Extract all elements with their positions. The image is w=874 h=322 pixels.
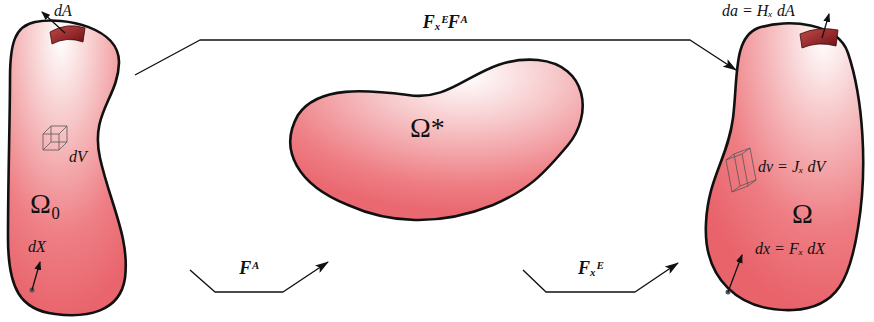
- volume-element: [732, 186, 740, 192]
- mapping-label: FₓᴱFᴬ: [421, 12, 470, 33]
- reference-configuration: Ω₀ dA dV dX: [5, 2, 130, 316]
- volume-element: [51, 126, 67, 142]
- volume-label: dV: [69, 148, 87, 166]
- volume-element: [742, 148, 750, 154]
- line-element-label: dX: [28, 238, 46, 256]
- volume-map-label: dv = Jₓ dV: [758, 158, 825, 176]
- vector-arrow: [32, 262, 40, 290]
- volume-element: [726, 154, 748, 192]
- mapping-label: Fᴬ: [237, 258, 261, 279]
- surface-patch: [50, 26, 85, 44]
- body-details: [726, 14, 839, 295]
- domain-label: Ω₀: [30, 188, 61, 220]
- vector-arrow: [728, 255, 742, 292]
- domain-label: Ω*: [410, 112, 445, 144]
- volume-element: [59, 142, 67, 150]
- volume-element: [734, 148, 756, 186]
- intermediate-configuration: Ω*: [278, 55, 593, 225]
- area-map-label: da = Hₓ dA: [722, 2, 795, 20]
- volume-element: [748, 180, 756, 186]
- mapping-arrow: [135, 40, 736, 75]
- body-shape: [290, 60, 582, 220]
- domain-label: Ω: [792, 198, 813, 230]
- vector-arrow: [822, 14, 829, 38]
- current-configuration: Ωda = Hₓ dAdv = Jₓ dVdx = Fₓ dX: [698, 8, 870, 314]
- mapping-label: Fₓᴱ: [576, 258, 605, 279]
- area-label: dA: [54, 2, 72, 20]
- surface-patch: [800, 29, 838, 48]
- body-shape: [8, 21, 126, 316]
- volume-element: [43, 142, 51, 150]
- volume-element: [59, 126, 67, 134]
- body-shape: [706, 23, 863, 310]
- volume-element: [43, 126, 51, 134]
- region-outline: [5, 2, 130, 316]
- volume-element: [726, 154, 734, 160]
- deformation-map-label: dx = Fₓ dX: [755, 240, 825, 258]
